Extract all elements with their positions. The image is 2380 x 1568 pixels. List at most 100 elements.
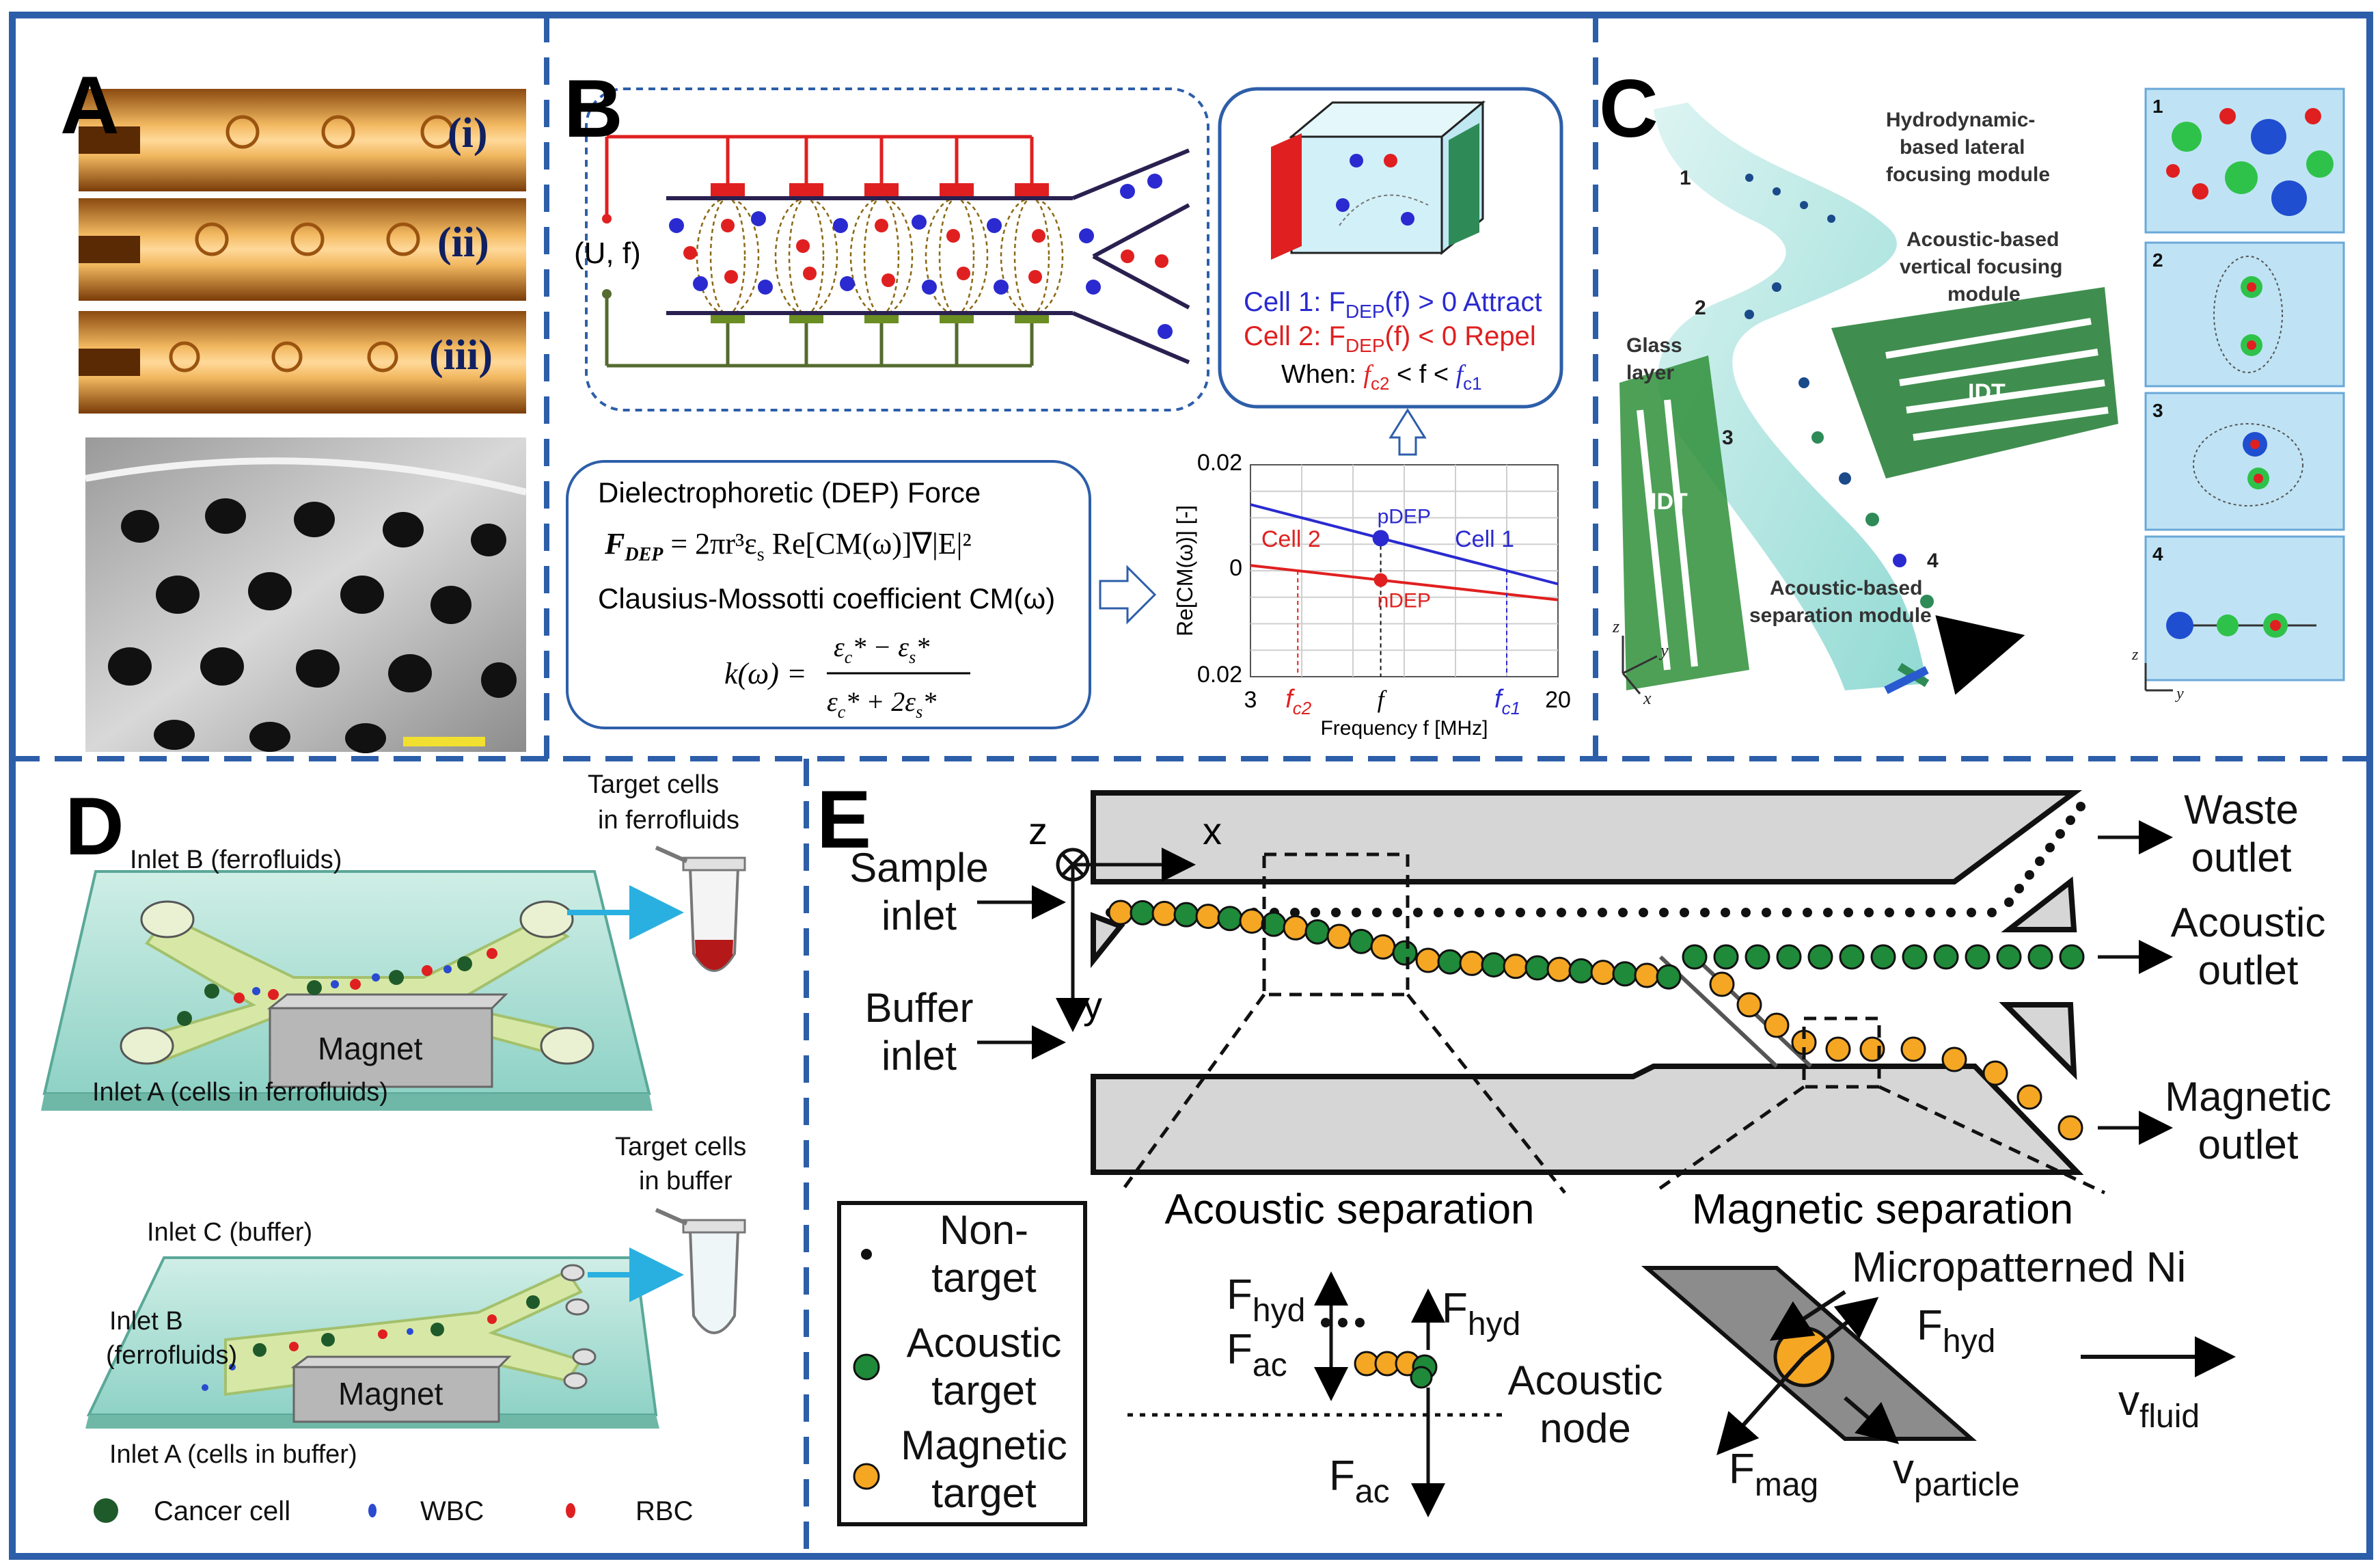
non-target-particle xyxy=(1352,908,1361,917)
pore xyxy=(345,723,386,753)
non-target-particle xyxy=(1311,908,1320,917)
vparticle-label: vparticle xyxy=(1893,1446,2020,1503)
magnetic-target-particle xyxy=(1825,1036,1851,1062)
fhyd-magnetic: Fhyd xyxy=(1917,1302,1995,1360)
droplet xyxy=(367,341,398,373)
magnetic-outlet-1: Magnetic xyxy=(2165,1074,2331,1120)
buffer-inlet-2: inlet xyxy=(881,1033,957,1079)
separation-label-1: Acoustic-based xyxy=(1770,577,1922,599)
fc2-tick-label: fc2 xyxy=(1285,685,1312,718)
non-target-particle xyxy=(1516,908,1525,917)
y-axis-label: Re[CM(ω)] [-] xyxy=(1173,505,1197,636)
panel-d: D Magnet Inlet B (ferrofluids) Inlet A (… xyxy=(41,770,746,1526)
x-tick-label: 3 xyxy=(1244,687,1257,713)
bot-inlet-a: Inlet A (cells in buffer) xyxy=(109,1440,357,1469)
non-target-particle xyxy=(1926,908,1935,917)
tube-icon xyxy=(655,846,746,972)
outlet-branch xyxy=(1092,254,1190,310)
k-lhs: k(ω) = xyxy=(724,657,807,690)
pore xyxy=(383,512,424,548)
right-arrow-icon xyxy=(1099,565,1157,625)
legend-cancer-dot xyxy=(94,1498,118,1523)
magnet-label: Magnet xyxy=(338,1376,443,1411)
idt-right xyxy=(1831,287,2118,478)
target-particle xyxy=(1130,900,1155,925)
step-label: 2 xyxy=(1695,297,1706,319)
pore xyxy=(121,510,159,543)
vertical-label-2: vertical focusing xyxy=(1900,256,2062,278)
source-label: (U, f) xyxy=(574,236,641,270)
channel-image-ii xyxy=(79,198,526,301)
separation-label-2: separation module xyxy=(1749,604,1932,627)
panel-label-d: D xyxy=(65,781,124,872)
non-target-particle xyxy=(1659,908,1669,917)
non-target-particle xyxy=(1475,908,1484,917)
non-target-particle xyxy=(1413,908,1423,917)
port xyxy=(519,900,574,938)
cell1-text: Cell 1: FDEP(f) > 0 Attract xyxy=(1244,287,1542,322)
non-target-particle xyxy=(1639,908,1648,917)
non-target-particle xyxy=(1618,908,1628,917)
target-particle xyxy=(1546,956,1572,982)
legend-rbc-dot xyxy=(566,1503,575,1518)
legend-magnetic-2: target xyxy=(931,1470,1037,1516)
panel-e: E z x y Sample inlet Buffer inlet Waste … xyxy=(817,774,2331,1526)
sem-edge xyxy=(85,457,528,496)
top-target-1: Target cells xyxy=(588,770,719,799)
target-particle xyxy=(1503,954,1529,979)
non-target-particle xyxy=(2045,843,2055,852)
idt-label-left: IDT xyxy=(1650,489,1688,515)
droplet xyxy=(290,222,325,256)
magnetic-target-particle xyxy=(1764,1012,1790,1038)
fmag-label: Fmag xyxy=(1729,1446,1818,1503)
legend-acoustic-dot xyxy=(853,1353,880,1381)
legend-nontarget-2: target xyxy=(931,1255,1037,1301)
y-tick-label: 0.02 xyxy=(1197,450,1242,476)
top-inlet-a: Inlet A (cells in ferrofluids) xyxy=(92,1078,388,1107)
source-terminal xyxy=(602,214,612,224)
top-wall xyxy=(1091,790,2083,884)
magnetic-target-particle xyxy=(1941,1046,1967,1072)
y-tick-label: 0 xyxy=(1229,555,1242,581)
pore xyxy=(156,576,200,614)
target-particle xyxy=(1459,950,1485,976)
non-target-particle xyxy=(1721,908,1730,917)
x-axis-label: Frequency f [MHz] xyxy=(1320,717,1488,740)
glass-label-2: layer xyxy=(1626,362,1674,384)
target-particle xyxy=(1612,961,1638,987)
non-target-particle xyxy=(1680,908,1689,917)
inset-2 xyxy=(2144,241,2345,388)
nozzle xyxy=(79,349,140,376)
outlet-branch xyxy=(1071,311,1190,364)
target-particle xyxy=(1656,964,1682,990)
target-particle xyxy=(1283,915,1309,941)
magnetic-target-particle xyxy=(1709,971,1735,997)
target-particle xyxy=(1524,955,1550,981)
axis-label: y xyxy=(2175,685,2184,703)
legend-wbc: WBC xyxy=(420,1496,484,1526)
pore xyxy=(249,722,290,752)
legend-magnetic-dot xyxy=(853,1463,880,1490)
magnet-label: Magnet xyxy=(318,1031,423,1066)
panel-label-b: B xyxy=(564,63,623,154)
step-label: 3 xyxy=(1722,427,1734,449)
inset-label: 1 xyxy=(2152,96,2163,117)
legend-magnetic-1: Magnetic xyxy=(901,1422,1067,1468)
non-target-particle xyxy=(1700,908,1710,917)
ni-label: Micropatterned Ni xyxy=(1852,1244,2186,1291)
bot-inlet-c: Inlet C (buffer) xyxy=(147,1218,312,1247)
electrode-green xyxy=(1449,123,1479,246)
magnetic-target-particle xyxy=(1982,1060,2008,1086)
pore xyxy=(296,649,340,688)
fhyd-left: Fhyd xyxy=(1227,1271,1305,1329)
magnetic-target-particle xyxy=(1736,992,1762,1018)
fac-left: Fac xyxy=(1227,1326,1287,1383)
outlet-branch xyxy=(1092,203,1190,258)
target-particle xyxy=(1348,928,1374,954)
droplet xyxy=(169,341,200,373)
target-particle xyxy=(1108,900,1134,925)
droplet xyxy=(271,341,303,373)
acoustic-target-particle xyxy=(1870,944,1896,970)
droplet xyxy=(225,115,260,149)
